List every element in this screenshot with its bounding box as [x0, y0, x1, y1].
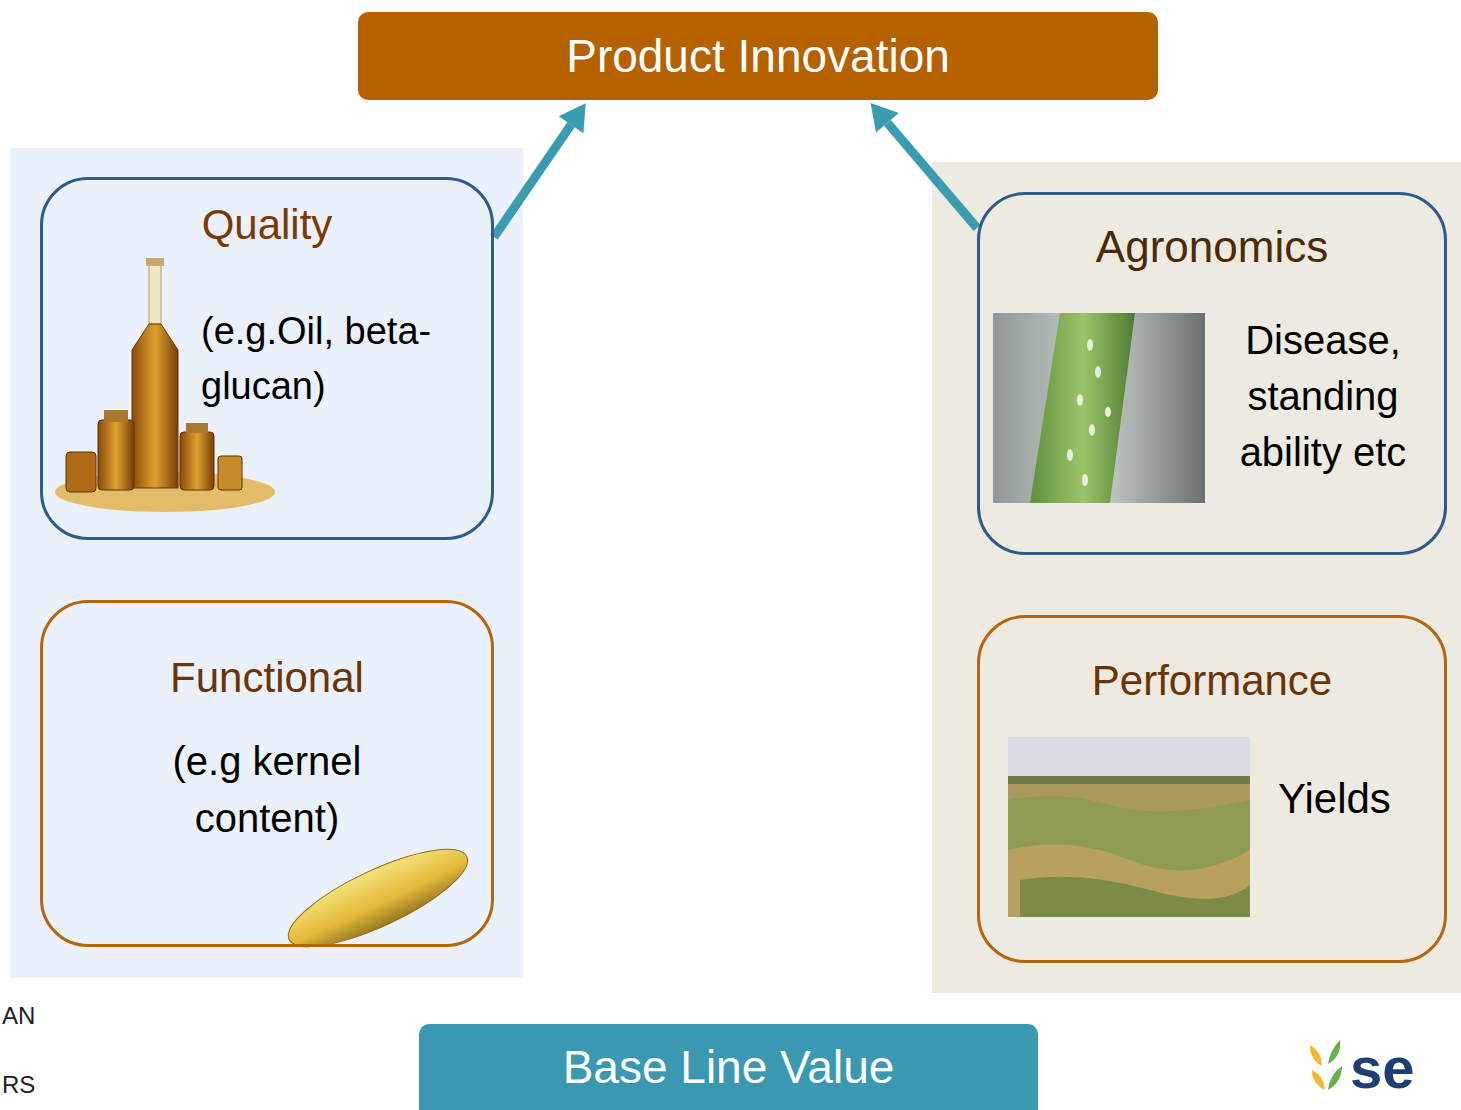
baseline-box: Base Line Value: [419, 1024, 1038, 1110]
left-panel: [10, 148, 523, 978]
box-body: Yields: [1278, 774, 1428, 824]
agronomics-box: AgronomicsDisease, standing ability etc: [977, 192, 1447, 555]
box-title: Product Innovation: [358, 12, 1158, 100]
box-title: Base Line Value: [419, 1024, 1038, 1110]
quality-box: Quality (e.g.Oil, beta-glucan): [40, 177, 494, 540]
leaf-photo: [993, 313, 1205, 503]
innovation-box: Product Innovation: [358, 12, 1158, 100]
box-heading: Agronomics: [980, 221, 1444, 274]
box-heading: Quality: [43, 200, 491, 250]
box-body: (e.g kernel content): [117, 733, 417, 847]
logo-text: se: [1350, 1036, 1415, 1100]
arrow-head: [559, 103, 586, 133]
logo-fragment: AN: [2, 1003, 35, 1029]
right-panel: [932, 162, 1461, 993]
logo-fragment: RS: [2, 1072, 35, 1098]
box-body: Disease, standing ability etc: [1208, 312, 1438, 480]
arrow-shaft: [887, 123, 977, 228]
functional-box: Functional (e.g kernel content): [40, 600, 494, 947]
box-heading: Functional: [43, 653, 491, 703]
flow-arrow: [494, 103, 586, 237]
field-photo: [1008, 737, 1250, 917]
logo-icon: [1310, 1040, 1342, 1090]
box-heading: Performance: [980, 656, 1444, 706]
box-body: (e.g.Oil, beta-glucan): [201, 304, 483, 414]
performance-box: PerformanceYields: [977, 615, 1447, 963]
arrow-head: [871, 103, 899, 133]
flow-arrow: [871, 103, 977, 228]
arrow-shaft: [494, 125, 571, 237]
